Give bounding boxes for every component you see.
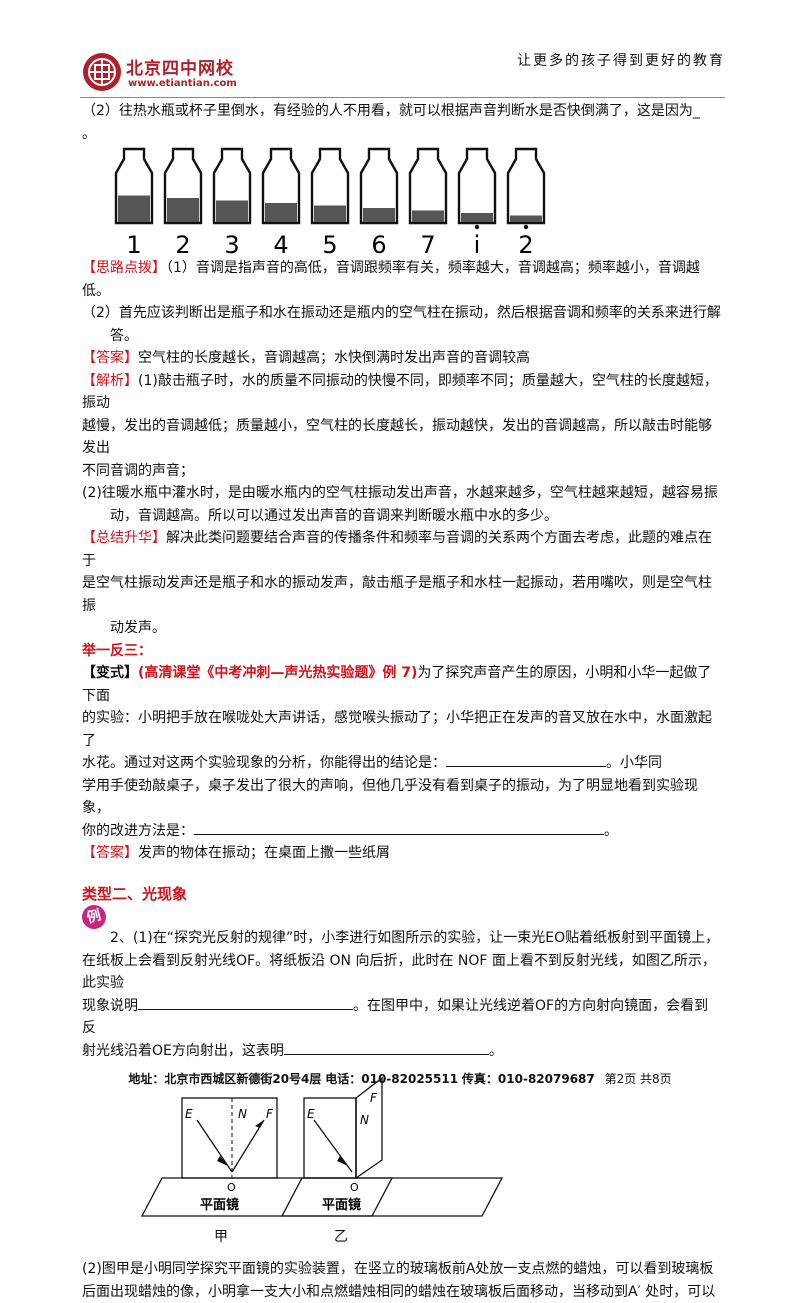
logo-url: www.etiantian.com <box>128 78 237 89</box>
bottle-label: 1 <box>126 231 141 257</box>
bottle-label: 5 <box>322 231 337 257</box>
bottle: 7 <box>410 149 446 257</box>
footer-tel: 010-82025511 <box>361 1072 458 1086</box>
bottle: 4 <box>263 149 299 257</box>
bottle: 5 <box>312 149 348 257</box>
bottle: 2 <box>508 149 544 257</box>
analysis-line: 【解析】(1)敲击瓶子时，水的质量不同振动的快慢不同，即频率不同；质量越大，空气… <box>82 370 722 415</box>
variant-line: 水花。通过对这两个实验现象的分析，你能得出的结论是：。小华同 <box>82 752 722 775</box>
water-level <box>118 196 150 223</box>
svg-text:N: N <box>360 1113 369 1127</box>
water-level <box>167 198 199 222</box>
bottle: i <box>459 149 495 257</box>
svg-text:O: O <box>350 1181 359 1194</box>
page-header: 北京四中网校 www.etiantian.com 让更多的孩子得到更好的教育 <box>0 0 800 100</box>
analysis-line: 动，音调越高。所以可以通过发出声音的音调来判断暖水瓶中水的多少。 <box>82 505 722 528</box>
answer-line: 【答案】空气柱的长度越长，音调越高；水快倒满时发出声音的音调较高 <box>82 347 722 370</box>
section-title: 类型二、光现象 <box>82 883 722 906</box>
water-level <box>265 203 297 222</box>
bottle-diagram: 1 2 3 4 5 6 7 i 2 <box>82 145 722 257</box>
question-text: （2）往热水瓶或杯子里倒水，有经验的人不用看，就可以根据声音判断水是否快倒满了，… <box>82 100 722 145</box>
footer-address: 北京市西城区新德街20号4层 <box>164 1072 321 1086</box>
question-line: (2)图甲是小明同学探究平面镜的实验装置，在竖立的玻璃板前A处放一支点燃的蜡烛，… <box>82 1258 722 1281</box>
answer-blank <box>194 820 604 835</box>
slogan: 让更多的孩子得到更好的教育 <box>517 50 725 70</box>
footer-fax: 010-82079687 <box>498 1072 595 1086</box>
svg-text:平面镜: 平面镜 <box>322 1197 361 1213</box>
bottle-label: 6 <box>371 231 386 257</box>
svg-text:平面镜: 平面镜 <box>200 1197 239 1213</box>
bottle-label: 3 <box>224 231 239 257</box>
answer-tag: 【答案】 <box>82 350 138 366</box>
bottle-label: 2 <box>518 231 533 257</box>
bottle-label: 7 <box>420 231 435 257</box>
hint-line: 答。 <box>82 325 722 348</box>
variant-line: 【变式】(高清课堂《中考冲刺—声光热实验题》例 7)为了探究声音产生的原因，小明… <box>82 662 722 707</box>
water-level <box>216 201 248 223</box>
answer-line: 【答案】发声的物体在振动；在桌面上撒一些纸屑 <box>82 842 722 865</box>
hint-line: （2）首先应该判断出是瓶子和水在振动还是瓶内的空气柱在振动，然后根据音调和频率的… <box>82 302 722 325</box>
summary-line: 【总结升华】解决此类问题要结合声音的传播条件和频率与音调的关系两个方面去考虑，此… <box>82 527 722 572</box>
variant-source: (高清课堂《中考冲刺—声光热实验题》例 7) <box>138 665 417 681</box>
water-level <box>363 208 395 222</box>
bottle: 2 <box>165 149 201 257</box>
water-level <box>510 216 542 223</box>
hint-tag: 【思路点拨】 <box>82 260 166 276</box>
example-badge: 例 <box>82 905 722 927</box>
question-line: 现象说明。在图甲中，如果让光线逆着OF的方向射向镜面，会看到反 <box>82 995 722 1040</box>
hint-line: 【思路点拨】（1）音调是指声音的高低，音调跟频率有关，频率越大，音调越高；频率越… <box>82 257 722 302</box>
jyfs-title: 举一反三： <box>82 640 722 663</box>
figure-b: E N F O 平面镜 <box>282 1078 502 1216</box>
question-line: 后面出现蜡烛的像，小明拿一支大小和点燃蜡烛相同的蜡烛在玻璃板后面移动，当移动到A… <box>82 1281 722 1303</box>
bottle: 3 <box>214 149 250 257</box>
question-line: 2、(1)在“探究光反射的规律”时，小李进行如图所示的实验，让一束光EO贴着纸板… <box>82 927 722 950</box>
analysis-line: (2)往暖水瓶中灌水时，是由暖水瓶内的空气柱振动发出声音，水越来越多，空气柱越来… <box>82 482 722 505</box>
water-level <box>314 206 346 223</box>
svg-text:E: E <box>185 1107 193 1121</box>
figure-captions: 甲 乙 <box>82 1226 722 1250</box>
answer-blank <box>284 1040 489 1055</box>
page-footer: 地址：北京市西城区新德街20号4层 电话：010-82025511 传真：010… <box>0 1070 800 1087</box>
question-line: 在纸板上会看到反射光线OF。将纸板沿 ON 向后折，此时在 NOF 面上看不到反… <box>82 950 722 995</box>
bottle-label: 2 <box>175 231 190 257</box>
svg-text:F: F <box>266 1107 274 1121</box>
answer-blank <box>446 752 606 767</box>
analysis-tag: 【解析】 <box>82 373 138 389</box>
page-number: 第2页 共8页 <box>605 1072 672 1086</box>
summary-line: 是空气柱振动发声还是瓶子和水的振动发声，敲击瓶子是瓶子和水柱一起振动，若用嘴吹，… <box>82 572 722 617</box>
logo: 北京四中网校 www.etiantian.com <box>80 50 290 100</box>
svg-text:E: E <box>307 1107 315 1121</box>
water-level <box>412 211 444 223</box>
page-content: （2）往热水瓶或杯子里倒水，有经验的人不用看，就可以根据声音判断水是否快倒满了，… <box>82 100 722 1303</box>
analysis-line: 不同音调的声音； <box>82 460 722 483</box>
variant-line: 你的改进方法是：。 <box>82 820 722 843</box>
answer-tag: 【答案】 <box>82 845 138 861</box>
variant-line: 的实验：小明把手放在喉咙处大声讲话，感觉喉头振动了；小华把正在发声的音叉放在水中… <box>82 707 722 752</box>
reflection-figure: E N F O 平面镜 E N F O 平面镜 <box>82 1068 722 1228</box>
question-line: 射光线沿着OE方向射出，这表明。 <box>82 1040 722 1063</box>
svg-text:N: N <box>238 1107 247 1121</box>
high-octave-dot <box>524 225 528 229</box>
answer-blank <box>138 995 353 1010</box>
summary-tag: 【总结升华】 <box>82 530 166 546</box>
svg-text:O: O <box>227 1181 236 1194</box>
bottle: 6 <box>361 149 397 257</box>
bottle-label: i <box>474 231 481 257</box>
analysis-line: 越慢，发出的音调越低；质量越小，空气柱的长度越长，振动越快，发出的音调越高，所以… <box>82 415 722 460</box>
summary-line: 动发声。 <box>82 617 722 640</box>
bottle: 1 <box>116 149 152 257</box>
header-divider <box>80 97 725 98</box>
high-octave-dot <box>475 225 479 229</box>
svg-text:F: F <box>370 1091 378 1105</box>
water-level <box>461 213 493 222</box>
variant-line: 学用手使劲敲桌子，桌子发出了很大的声响，但他几乎没有看到桌子的振动，为了明显地看… <box>82 775 722 820</box>
bottle-label: 4 <box>273 231 288 257</box>
logo-text: 北京四中网校 <box>126 54 234 79</box>
